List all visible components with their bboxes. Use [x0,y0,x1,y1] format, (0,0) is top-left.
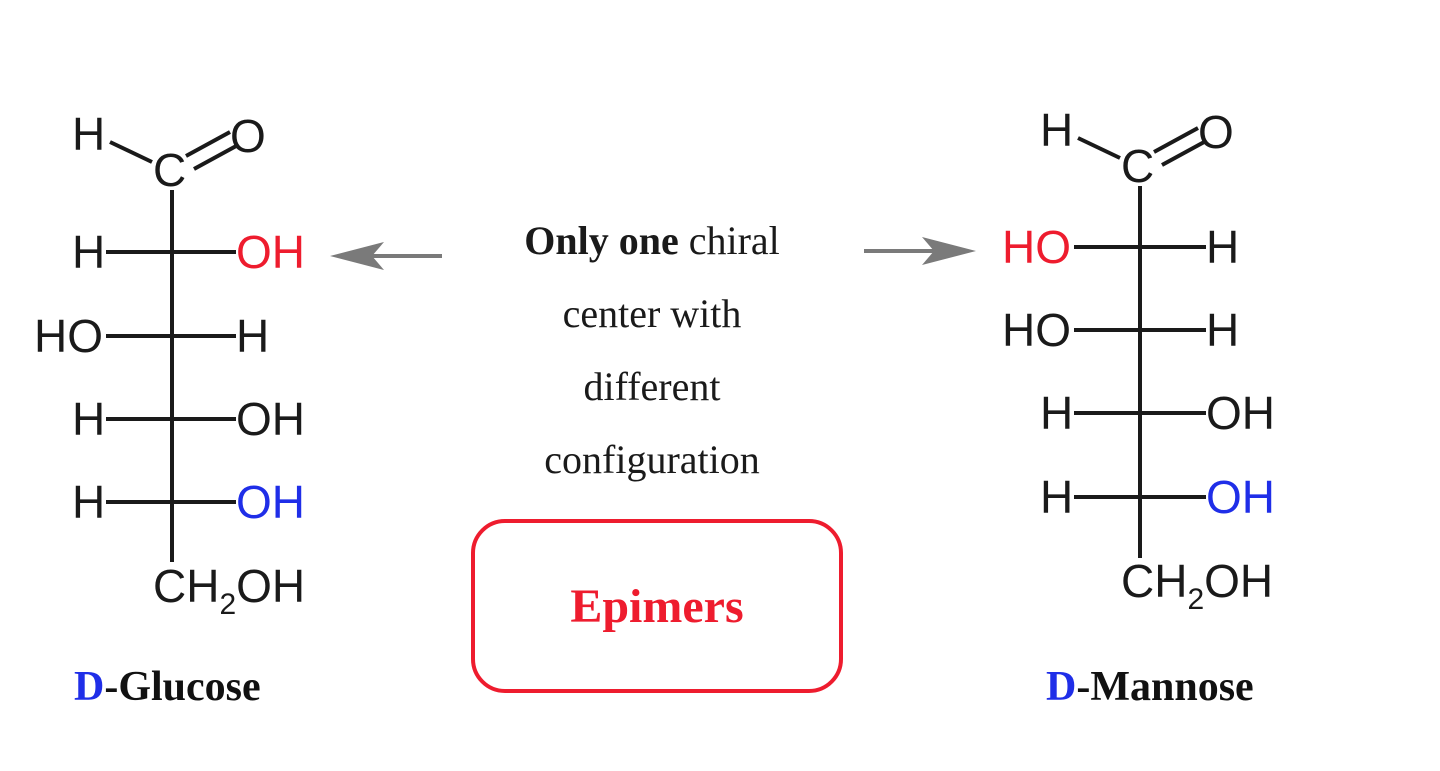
epimers-box: Epimers [471,519,843,693]
glucose-c3-left: HO [34,310,103,362]
mannose-aldehyde-h: H [1040,104,1073,156]
mannose-c4-right: OH [1206,387,1275,439]
glucose-double-bond-1 [185,130,231,158]
explanation-line-2: center with [563,291,742,336]
glucose-structure: H C O H OH HO H H OH H OH CH2O [34,108,305,710]
mannose-oh: OH [1204,555,1273,607]
glucose-oh: OH [236,560,305,612]
explanation-line-4: configuration [544,437,760,482]
glucose-c2-right-highlight: OH [236,226,305,278]
glucose-c5-left: H [72,476,105,528]
explanation-line-1-rest: chiral [679,218,780,263]
explanation-line-1: Only one chiral [524,218,780,263]
right-arrow-head [922,237,976,265]
glucose-name-prefix: D [74,664,104,710]
mannose-c5-left: H [1040,471,1073,523]
mannose-c2-left-highlight: HO [1002,221,1071,273]
mannose-name-prefix: D [1046,664,1076,710]
mannose-c2-right: H [1206,221,1239,273]
glucose-aldehyde-h: H [72,108,105,160]
left-arrow [330,242,442,270]
glucose-c4-right: OH [236,393,305,445]
mannose-ch2oh: CH2OH [1121,555,1273,616]
glucose-double-bond-2 [193,143,239,171]
epimers-label: Epimers [570,580,743,633]
mannose-c4-left: H [1040,387,1073,439]
mannose-c3-right: H [1206,304,1239,356]
mannose-structure: H C O HO H HO H H OH H OH CH2O [1002,104,1275,710]
left-arrow-head [330,242,384,270]
mannose-double-bond-1 [1153,126,1199,154]
mannose-double-bond-2 [1161,139,1207,167]
glucose-carbonyl-c: C [153,144,186,196]
glucose-name: D-Glucose [74,664,261,710]
mannose-carbonyl-c: C [1121,140,1154,192]
glucose-c5-right-highlight: OH [236,476,305,528]
glucose-c3-right: H [236,310,269,362]
mannose-ch2-subscript: 2 [1187,583,1204,616]
glucose-ch: CH [153,560,219,612]
glucose-name-rest: -Glucose [104,664,260,710]
glucose-h-c-bond [109,140,153,164]
mannose-ch: CH [1121,555,1187,607]
mannose-c5-right-highlight: OH [1206,471,1275,523]
explanation-bold: Only one [524,218,678,263]
epimers-box-border [471,519,843,693]
mannose-carbonyl-o: O [1198,106,1234,158]
mannose-c3-left: HO [1002,304,1071,356]
explanation-text: Only one chiral center with different co… [524,218,780,482]
mannose-h-c-bond [1077,136,1121,160]
glucose-carbonyl-o: O [230,110,266,162]
mannose-name-rest: -Mannose [1076,664,1253,710]
right-arrow [864,237,976,265]
glucose-ch2oh: CH2OH [153,560,305,621]
explanation-line-3: different [584,364,721,409]
glucose-c4-left: H [72,393,105,445]
glucose-c2-left: H [72,226,105,278]
mannose-name: D-Mannose [1046,664,1254,710]
glucose-ch2-subscript: 2 [219,588,236,621]
